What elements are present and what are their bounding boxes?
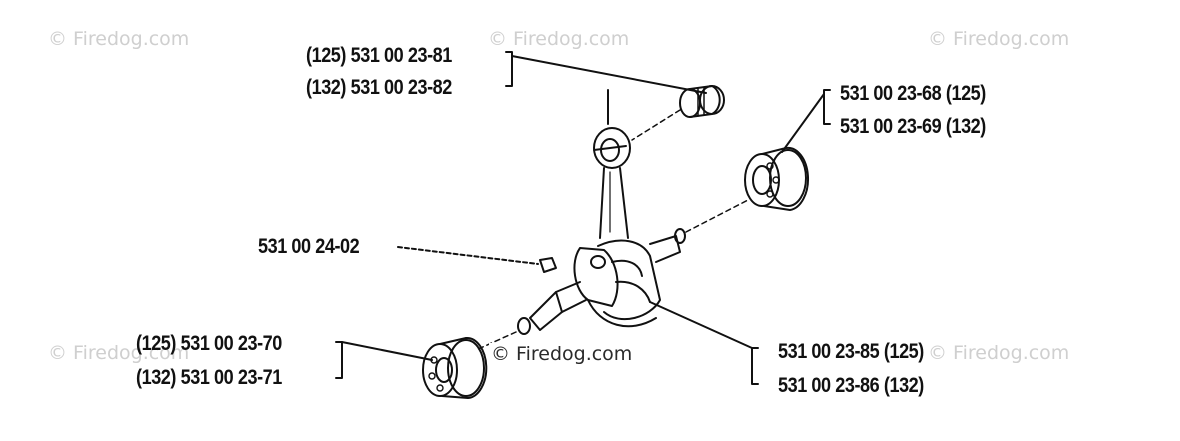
left-main-bearing <box>422 336 488 399</box>
label-needle-bearing-132: (132) 531 00 23-82 <box>306 76 452 99</box>
label-left-bearing-125: (125) 531 00 23-70 <box>136 332 282 355</box>
leader-needle-bearing <box>505 51 707 94</box>
label-needle-bearing-125: (125) 531 00 23-81 <box>306 44 452 67</box>
leader-left-bearing <box>335 341 433 379</box>
leader-crankshaft <box>649 301 759 385</box>
crankshaft-body <box>517 228 686 335</box>
label-key: 531 00 24-02 <box>258 235 360 258</box>
watermark-top-left: © Firedog.com <box>48 28 190 50</box>
needle-bearing-part <box>679 85 725 118</box>
leader-key <box>397 246 539 265</box>
watermark-center: © Firedog.com <box>489 343 635 365</box>
label-crankshaft-132: 531 00 23-86 (132) <box>778 374 924 397</box>
watermark-top-right: © Firedog.com <box>928 28 1070 50</box>
watermark-bottom-left: © Firedog.com <box>48 342 190 364</box>
label-left-bearing-132: (132) 531 00 23-71 <box>136 366 282 389</box>
label-right-bearing-125: 531 00 23-68 (125) <box>840 82 986 105</box>
connecting-rod <box>593 127 631 239</box>
key-part <box>539 257 557 273</box>
watermark-top-center: © Firedog.com <box>488 28 630 50</box>
watermark-bottom-right: © Firedog.com <box>928 342 1070 364</box>
label-crankshaft-125: 531 00 23-85 (125) <box>778 340 924 363</box>
leader-right-bearing <box>781 89 831 153</box>
label-right-bearing-132: 531 00 23-69 (132) <box>840 115 986 138</box>
right-main-bearing <box>744 146 810 211</box>
